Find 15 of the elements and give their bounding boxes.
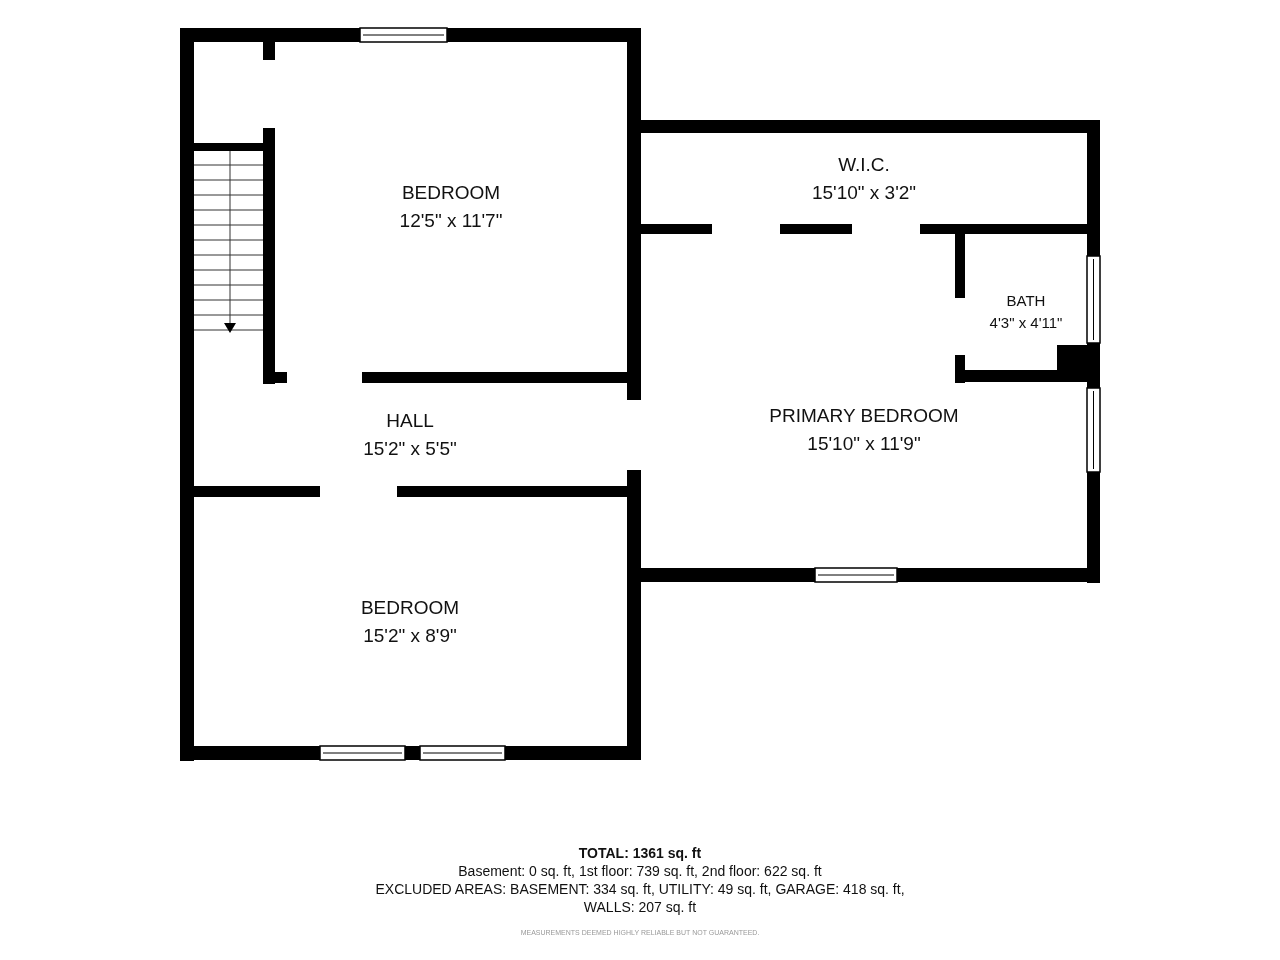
room-dimensions: 12'5" x 11'7"	[399, 209, 503, 233]
room-name: PRIMARY BEDROOM	[769, 404, 959, 428]
room-name: BEDROOM	[401, 181, 501, 206]
area-summary-text: EXCLUDED AREAS: BASEMENT: 334 sq. ft, UTILITY: 49 sq. ft, GARAGE: 418 sq. ft, WALLS: 207 sq. ft	[374, 880, 906, 917]
room-dimensions: 15'10" x 11'9"	[807, 431, 921, 456]
area-summary-text: TOTAL: 1361 sq. ft	[578, 844, 702, 863]
room-name: HALL	[386, 408, 434, 433]
room-dimensions: 15'2" x 5'5"	[363, 436, 457, 461]
room-name: BATH	[1006, 291, 1046, 311]
room-name: BEDROOM	[360, 595, 460, 620]
area-summary-text: Basement: 0 sq. ft, 1st floor: 739 sq. ft, 2nd floor: 622 sq. ft	[458, 862, 822, 881]
room-dimensions: 15'10" x 3'2"	[811, 180, 917, 205]
room-dimensions: 15'2" x 8'9"	[363, 623, 457, 648]
room-dimensions: 4'3" x 4'11"	[989, 312, 1063, 333]
room-name: W.I.C.	[838, 152, 890, 177]
